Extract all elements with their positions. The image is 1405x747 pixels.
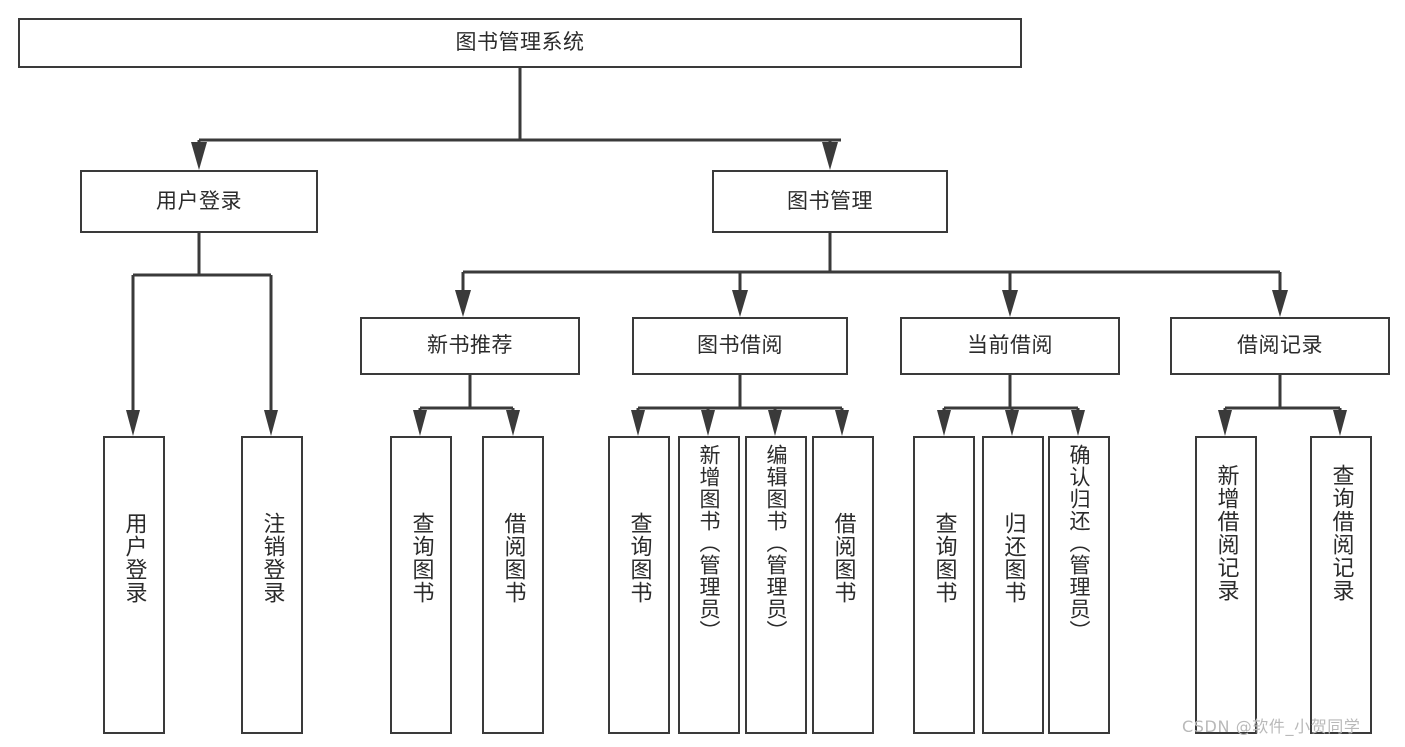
node-label-leaf-query-record: 查询借阅记录: [1328, 464, 1354, 602]
node-leaf-query-record[interactable]: 查询借阅记录: [1310, 436, 1372, 734]
node-leaf-query-book[interactable]: 查询图书: [608, 436, 670, 734]
node-leaf-borrow-book-rec[interactable]: 借阅图书: [482, 436, 544, 734]
node-label-current-borrow: 当前借阅: [967, 333, 1053, 358]
node-leaf-confirm-return[interactable]: 确认归还（管理员）: [1048, 436, 1110, 734]
node-leaf-user-logout[interactable]: 注销登录: [241, 436, 303, 734]
node-label-root: 图书管理系统: [455, 30, 585, 55]
node-book-manage[interactable]: 图书管理: [712, 170, 948, 233]
node-label-new-book-rec: 新书推荐: [427, 333, 513, 358]
node-label-leaf-query-book-cur: 查询图书: [931, 512, 957, 604]
node-leaf-edit-book[interactable]: 编辑图书（管理员）: [745, 436, 807, 734]
watermark-text: CSDN @软件_小贺同学: [1182, 717, 1361, 736]
node-label-leaf-borrow-book-rec: 借阅图书: [500, 512, 526, 604]
node-label-leaf-user-logout: 注销登录: [259, 512, 285, 604]
node-label-leaf-edit-book: 编辑图书（管理员）: [764, 444, 789, 642]
node-label-book-borrow: 图书借阅: [697, 333, 783, 358]
node-label-leaf-query-book: 查询图书: [626, 512, 652, 604]
node-label-leaf-user-login: 用户登录: [121, 512, 147, 604]
node-leaf-query-book-rec[interactable]: 查询图书: [390, 436, 452, 734]
node-borrow-record[interactable]: 借阅记录: [1170, 317, 1390, 375]
node-book-borrow[interactable]: 图书借阅: [632, 317, 848, 375]
node-label-leaf-borrow-book: 借阅图书: [830, 512, 856, 604]
node-label-leaf-add-record: 新增借阅记录: [1213, 464, 1239, 602]
node-leaf-add-book[interactable]: 新增图书（管理员）: [678, 436, 740, 734]
node-label-leaf-query-book-rec: 查询图书: [408, 512, 434, 604]
node-label-user-login: 用户登录: [156, 188, 242, 213]
node-label-borrow-record: 借阅记录: [1237, 333, 1323, 358]
node-leaf-return-book[interactable]: 归还图书: [982, 436, 1044, 734]
node-leaf-borrow-book[interactable]: 借阅图书: [812, 436, 874, 734]
node-label-leaf-add-book: 新增图书（管理员）: [697, 444, 722, 642]
node-leaf-user-login[interactable]: 用户登录: [103, 436, 165, 734]
node-leaf-add-record[interactable]: 新增借阅记录: [1195, 436, 1257, 734]
node-root[interactable]: 图书管理系统: [18, 18, 1022, 68]
node-label-book-manage: 图书管理: [787, 188, 873, 213]
node-label-leaf-confirm-return: 确认归还（管理员）: [1067, 444, 1092, 642]
node-new-book-rec[interactable]: 新书推荐: [360, 317, 580, 375]
node-leaf-query-book-cur[interactable]: 查询图书: [913, 436, 975, 734]
node-user-login[interactable]: 用户登录: [80, 170, 318, 233]
node-current-borrow[interactable]: 当前借阅: [900, 317, 1120, 375]
node-label-leaf-return-book: 归还图书: [1000, 512, 1026, 604]
